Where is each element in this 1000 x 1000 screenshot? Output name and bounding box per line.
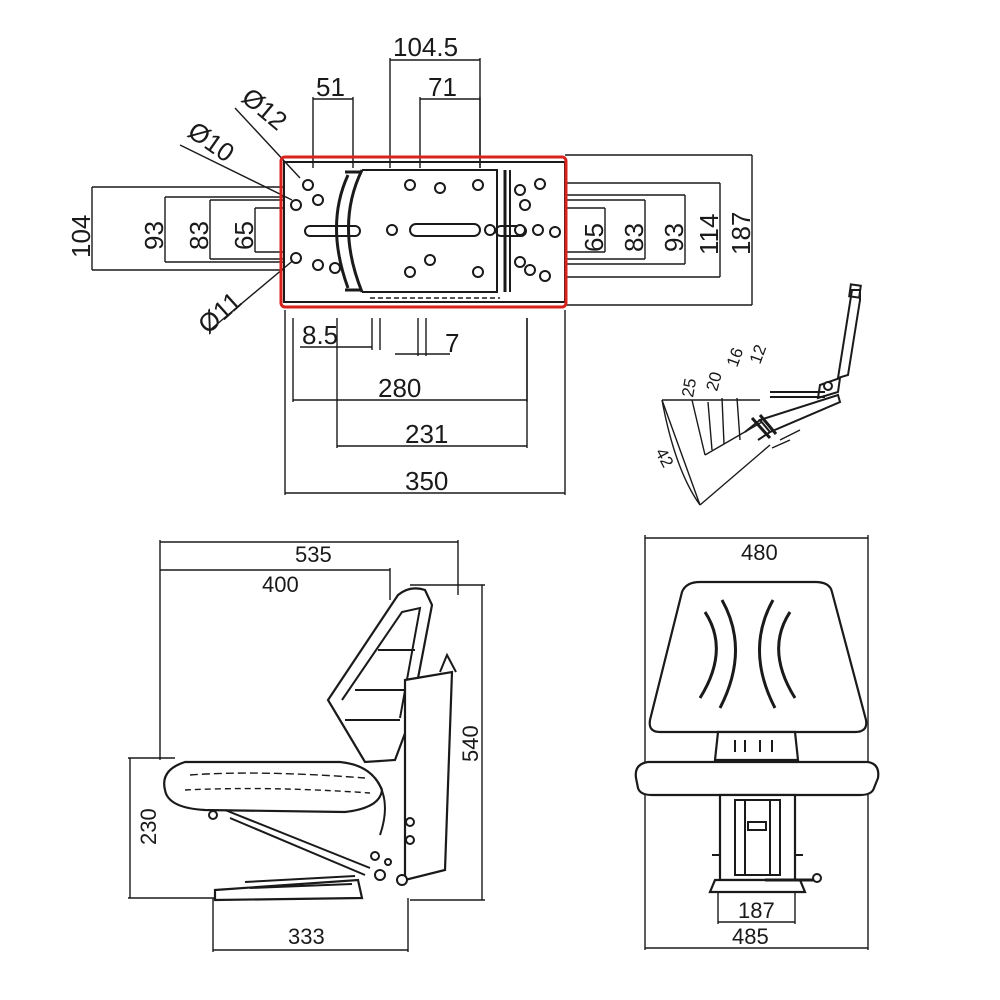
- front-view: 480 187 485: [634, 535, 880, 950]
- label-333: 333: [288, 924, 325, 949]
- label-12: 12: [746, 342, 770, 366]
- left-vertical-dims: [91, 186, 284, 271]
- label-480: 480: [741, 540, 778, 565]
- seat-cushion: [163, 760, 384, 814]
- mounting-holes: [290, 178, 561, 282]
- label-485: 485: [732, 924, 769, 949]
- label-104: 104: [66, 215, 96, 258]
- label-65-right: 65: [579, 223, 609, 252]
- label-71: 71: [428, 72, 457, 102]
- label-83-right: 83: [619, 223, 649, 252]
- label-20: 20: [703, 370, 726, 393]
- label-114: 114: [694, 214, 724, 255]
- right-vertical-dims: [565, 154, 753, 306]
- label-231: 231: [405, 419, 448, 449]
- dia12-leader: [234, 107, 301, 179]
- label-83-left: 83: [184, 221, 214, 250]
- label-400: 400: [262, 572, 299, 597]
- adjustment-view: 25 20 16 12 42: [651, 283, 862, 506]
- label-540: 540: [458, 725, 483, 762]
- top-view: 104.5 71 51 Ø12 Ø10 Ø11 104 93 83 65 65 …: [66, 32, 756, 496]
- bottom-dims: [284, 310, 566, 495]
- front-seat: [634, 760, 880, 797]
- label-93-left: 93: [139, 221, 169, 250]
- side-view: [128, 540, 485, 952]
- label-8-5: 8.5: [302, 320, 338, 350]
- label-104-5: 104.5: [393, 32, 458, 62]
- suspension-column: [718, 793, 797, 882]
- front-connector: [713, 730, 800, 762]
- label-280: 280: [378, 373, 421, 403]
- label-230: 230: [136, 808, 161, 845]
- label-25: 25: [678, 377, 700, 399]
- highlight-box: [279, 155, 568, 309]
- label-dia12: Ø12: [236, 82, 293, 137]
- dia10-leader: [179, 144, 293, 201]
- base-slide: [213, 878, 364, 902]
- label-16: 16: [723, 345, 747, 369]
- label-187: 187: [726, 212, 756, 255]
- support-post: [403, 670, 454, 882]
- label-187-front: 187: [738, 898, 775, 923]
- label-350: 350: [405, 466, 448, 496]
- label-65-left: 65: [229, 221, 259, 250]
- front-backrest: [648, 580, 868, 734]
- front-base: [708, 878, 807, 894]
- label-51: 51: [316, 72, 345, 102]
- label-7: 7: [445, 328, 459, 358]
- label-dia11: Ø11: [192, 286, 247, 340]
- mounting-plate: [283, 161, 566, 303]
- label-93-right: 93: [659, 223, 689, 252]
- label-535: 535: [295, 542, 332, 567]
